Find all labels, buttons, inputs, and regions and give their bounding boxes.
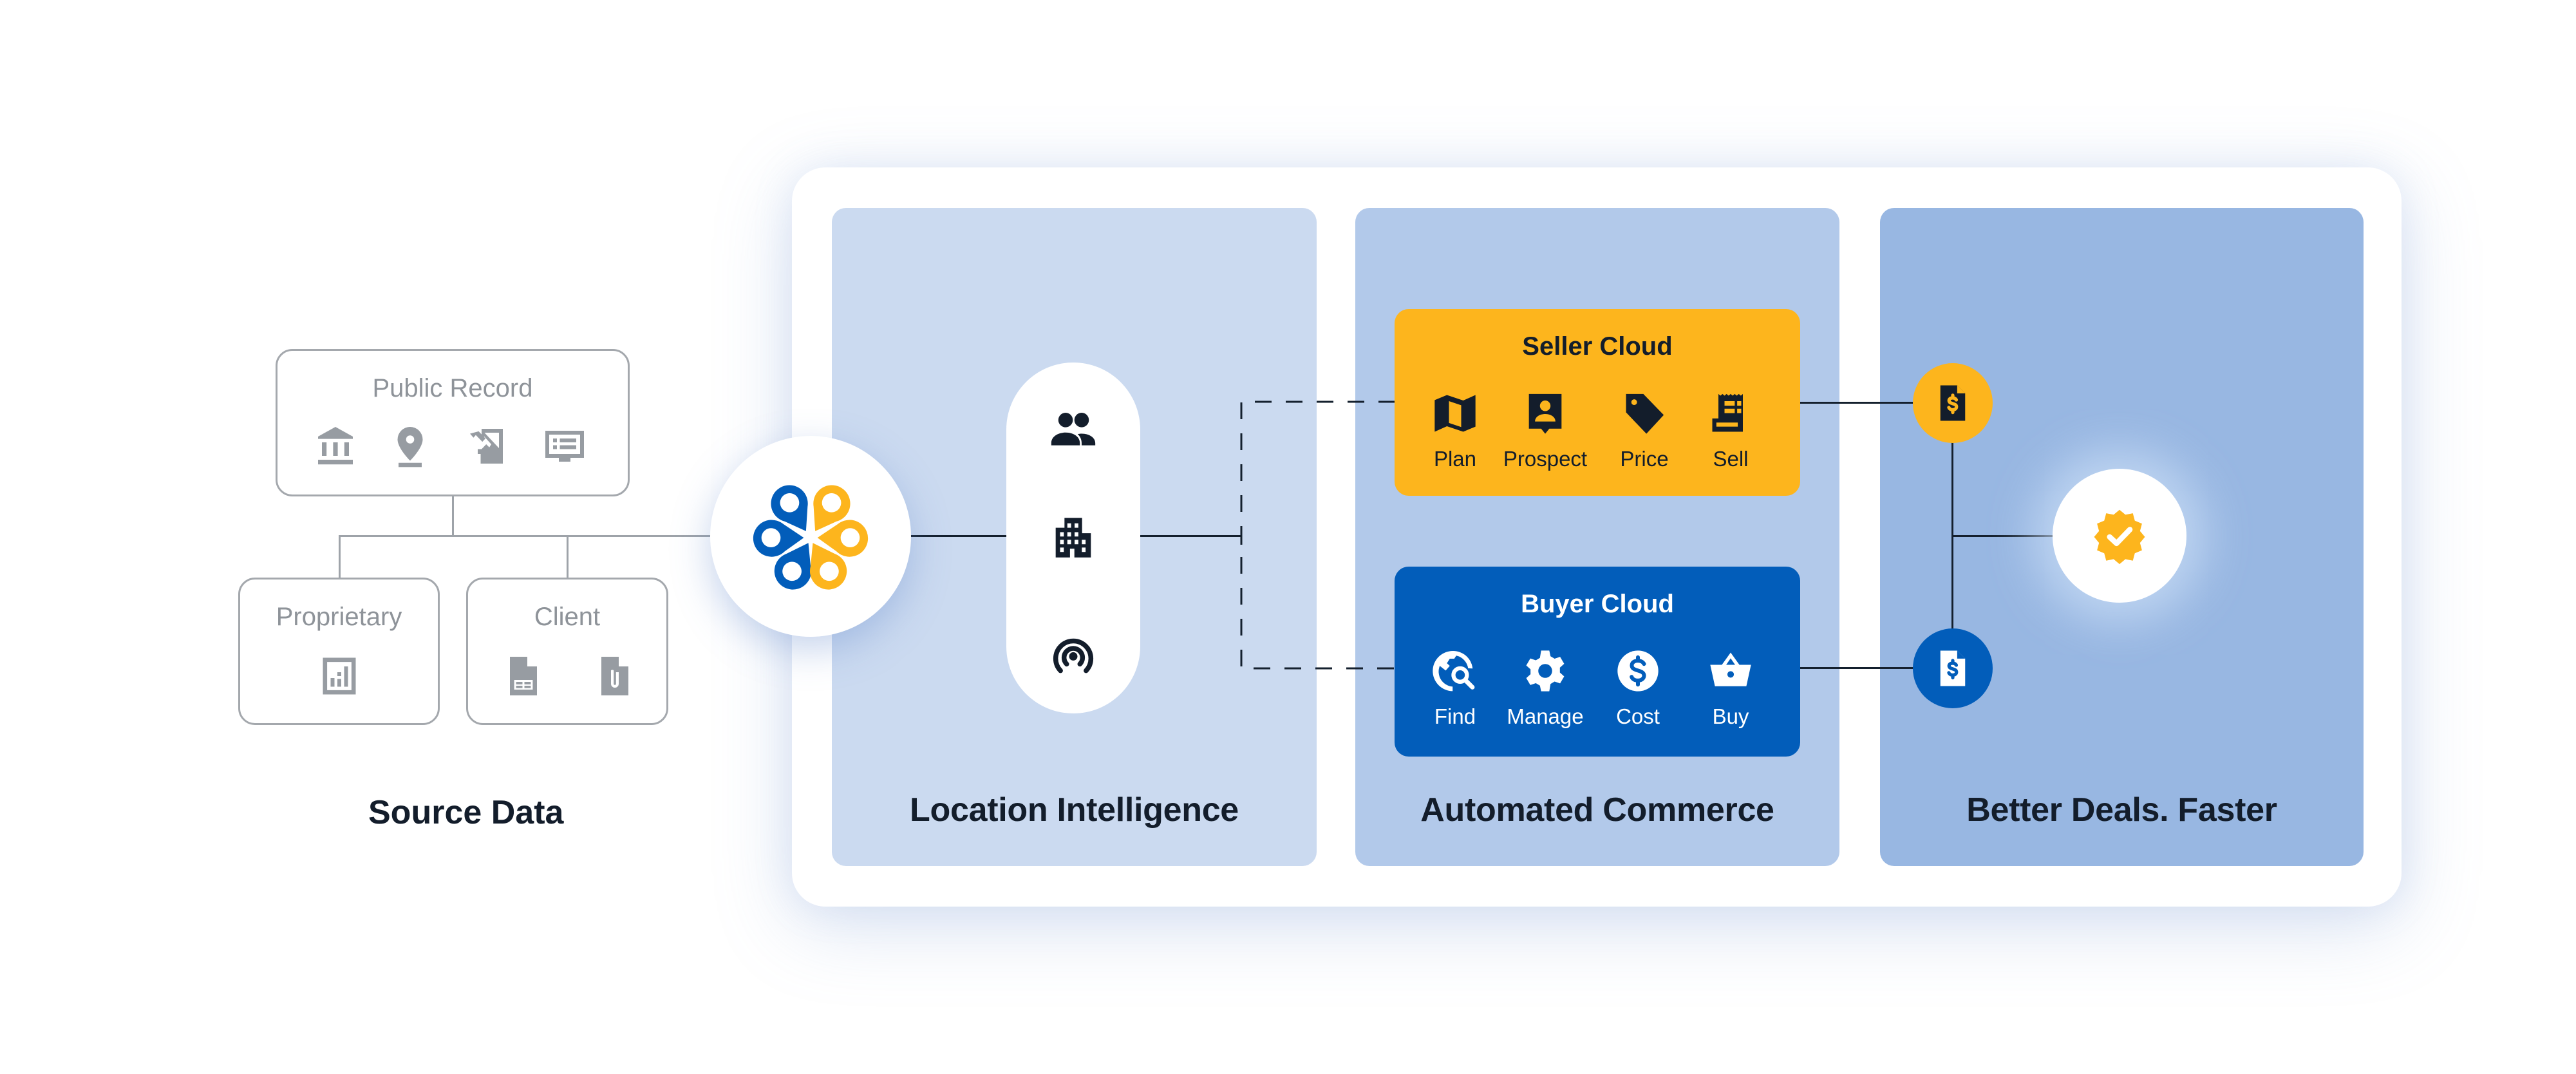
six-pin-flower-logo [753,485,869,590]
public-record-box: Public Record [276,349,630,496]
buyer-cloud-title: Buyer Cloud [1521,590,1674,618]
source-data-label: Source Data [368,794,564,831]
bank-icon [312,423,359,469]
connector-line [1951,535,2054,537]
proprietary-title: Proprietary [276,603,402,631]
seller-item-label: Prospect [1503,447,1588,471]
buyer-item-find: Find [1410,646,1500,729]
contact-pin-icon [1521,389,1570,438]
seller-result-node [1913,363,1993,443]
location-intelligence-label: Location Intelligence [910,791,1239,829]
buyer-item-buy: Buy [1686,646,1776,729]
connector-line [1140,535,1241,537]
seller-item-plan: Plan [1410,389,1500,471]
connector-line [567,535,569,578]
seller-item-label: Sell [1713,447,1749,471]
proprietary-box: Proprietary [238,578,440,725]
monitor-list-icon [541,423,588,469]
gear-icon [1521,646,1570,695]
automated-commerce-label: Automated Commerce [1420,791,1774,829]
connector-line [1800,402,1916,404]
signal-broadcast-icon [1047,628,1100,681]
people-icon [1047,402,1100,455]
buyer-item-cost: Cost [1593,646,1683,729]
seller-item-sell: Sell [1686,389,1776,471]
connector-line [1800,667,1916,669]
buyer-item-label: Find [1434,704,1476,728]
dashed-branch-connector [1240,400,1395,670]
buyer-cloud-box: Buyer Cloud Find Manage Cost Buy [1395,567,1800,757]
dollar-circle-icon [1613,646,1662,695]
location-pin-icon [387,423,433,469]
automated-commerce-panel: Automated Commerce [1355,208,1839,866]
buyer-item-label: Cost [1616,704,1660,728]
connector-line [339,535,341,578]
verified-badge-icon [2094,509,2145,565]
connector-line [909,535,1007,537]
seller-item-label: Price [1620,447,1669,471]
client-title: Client [534,603,601,631]
spreadsheet-file-icon [500,653,547,699]
deed-sign-icon [464,423,511,469]
globe-search-icon [1431,646,1480,695]
connector-line [339,535,712,537]
buyer-item-label: Manage [1507,704,1584,728]
buildings-icon [1047,511,1100,564]
buyer-result-node [1913,628,1993,708]
seller-cloud-box: Seller Cloud Plan Prospect Price Sell [1395,309,1800,496]
price-tag-icon [1620,389,1669,438]
receipt-icon [1706,389,1755,438]
seller-item-price: Price [1599,389,1689,471]
buyer-item-manage: Manage [1500,646,1590,729]
public-record-title: Public Record [372,374,533,402]
map-icon [1431,389,1480,438]
logo-circle [710,436,911,637]
seller-item-label: Plan [1433,447,1477,471]
seller-item-prospect: Prospect [1500,389,1590,471]
client-box: Client [466,578,668,725]
buyer-item-label: Buy [1712,704,1749,728]
better-deals-label: Better Deals. Faster [1966,791,2277,829]
invoice-dollar-icon [1940,385,1966,421]
invoice-dollar-icon [1940,650,1966,686]
connector-line [452,496,454,536]
shopping-basket-icon [1706,646,1755,695]
bar-chart-report-icon [316,653,362,699]
attachment-file-icon [592,653,638,699]
seller-cloud-title: Seller Cloud [1522,332,1673,361]
verified-result-circle [2053,469,2186,603]
